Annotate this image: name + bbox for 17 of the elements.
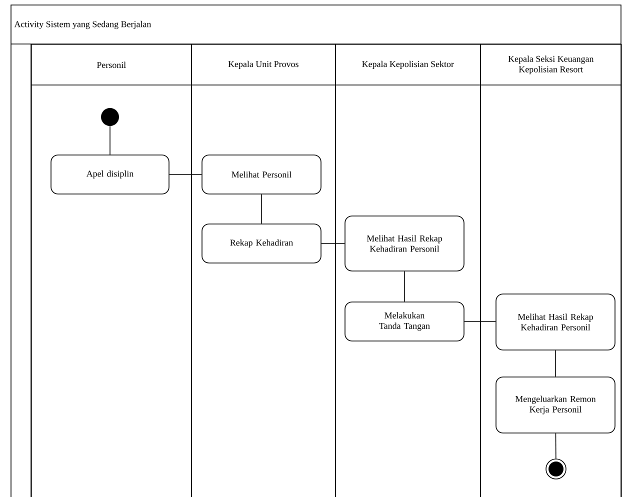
activity-box: Melihat Hasil Rekap Kehadiran Personil <box>344 216 464 272</box>
start-node <box>101 108 119 126</box>
connector <box>169 174 202 175</box>
connector <box>464 321 496 322</box>
activity-box: Melakukan Tanda Tangan <box>344 302 464 342</box>
activity-box: Mengeluarkan Remon Kerja Personil <box>496 376 616 434</box>
connector <box>404 271 405 302</box>
activity-box: Melihat Personil <box>202 154 322 194</box>
activity-box: Melihat Hasil Rekap Kehadiran Personil <box>496 294 616 350</box>
activity-box: Apel disiplin <box>50 154 170 194</box>
activity-box: Rekap Kehadiran <box>202 224 322 264</box>
connector <box>555 350 556 377</box>
connector <box>321 243 345 244</box>
connector <box>555 432 556 459</box>
end-node <box>546 458 566 480</box>
diagram-title: Activity Sistem yang Sedang Berjalan <box>14 20 152 30</box>
connector <box>261 194 262 224</box>
